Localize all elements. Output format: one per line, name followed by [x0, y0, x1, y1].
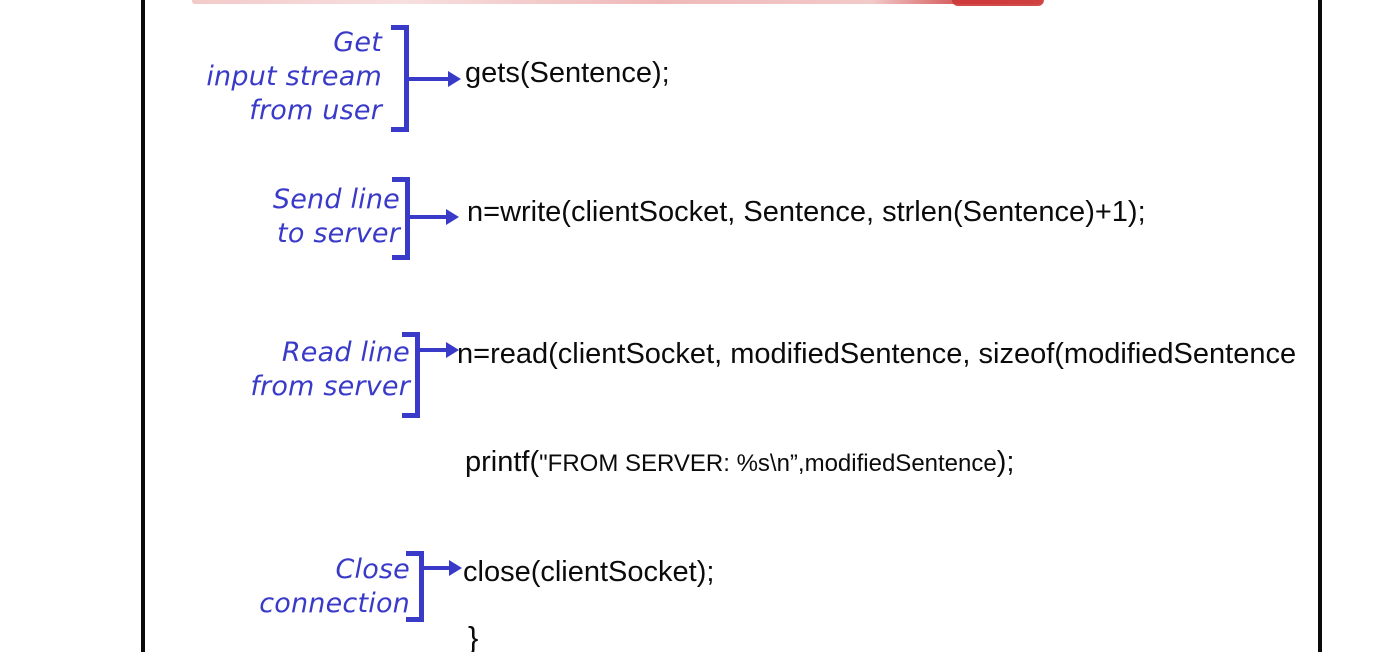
annotation-line: connection — [259, 588, 410, 619]
annotation-read-line-label: Read line from server — [150, 336, 410, 404]
arrowhead-close — [449, 560, 462, 576]
bracket-close — [406, 551, 424, 622]
annotation-line: Close — [335, 554, 410, 585]
annotation-line: from user — [249, 95, 382, 126]
red-underline-fragment — [192, 0, 1042, 4]
code-closing-brace: } — [468, 620, 479, 652]
code-printf-prefix: printf( — [465, 446, 540, 478]
code-write: n=write(clientSocket, Sentence, strlen(S… — [467, 196, 1146, 228]
bracket-read-line — [402, 332, 420, 418]
arrowhead-get-input — [448, 71, 461, 87]
bracket-get-input — [391, 25, 409, 132]
code-gets: gets(Sentence); — [465, 57, 670, 89]
code-close: close(clientSocket); — [463, 556, 715, 588]
slide-border-right — [1318, 0, 1322, 652]
annotation-line: from server — [250, 371, 410, 402]
annotation-line: Get — [333, 27, 382, 58]
arrow-get-input — [408, 77, 450, 81]
arrowhead-send-line — [446, 209, 459, 225]
arrow-send-line — [409, 215, 448, 219]
annotation-send-line-label: Send line to server — [150, 183, 400, 251]
slide-border-left — [141, 0, 145, 652]
annotation-get-input-label: Get input stream from user — [150, 26, 382, 128]
code-read: n=read(clientSocket, modifiedSentence, s… — [457, 338, 1297, 370]
red-underline-blob — [952, 0, 1044, 6]
arrow-read-line — [419, 348, 448, 352]
arrowhead-read-line — [446, 342, 459, 358]
code-printf-string: "FROM SERVER: %s\n”,modifiedSentence — [539, 450, 997, 477]
code-printf: printf("FROM SERVER: %s\n”,modifiedSente… — [465, 446, 1014, 479]
annotation-line: input stream — [206, 61, 382, 92]
bracket-send-line — [392, 177, 410, 260]
annotation-line: Send line — [272, 184, 400, 215]
annotation-line: Read line — [281, 337, 410, 368]
code-printf-suffix: ); — [996, 446, 1015, 478]
annotation-line: to server — [277, 218, 400, 249]
annotation-close-label: Close connection — [150, 553, 410, 621]
arrow-close — [423, 566, 451, 570]
